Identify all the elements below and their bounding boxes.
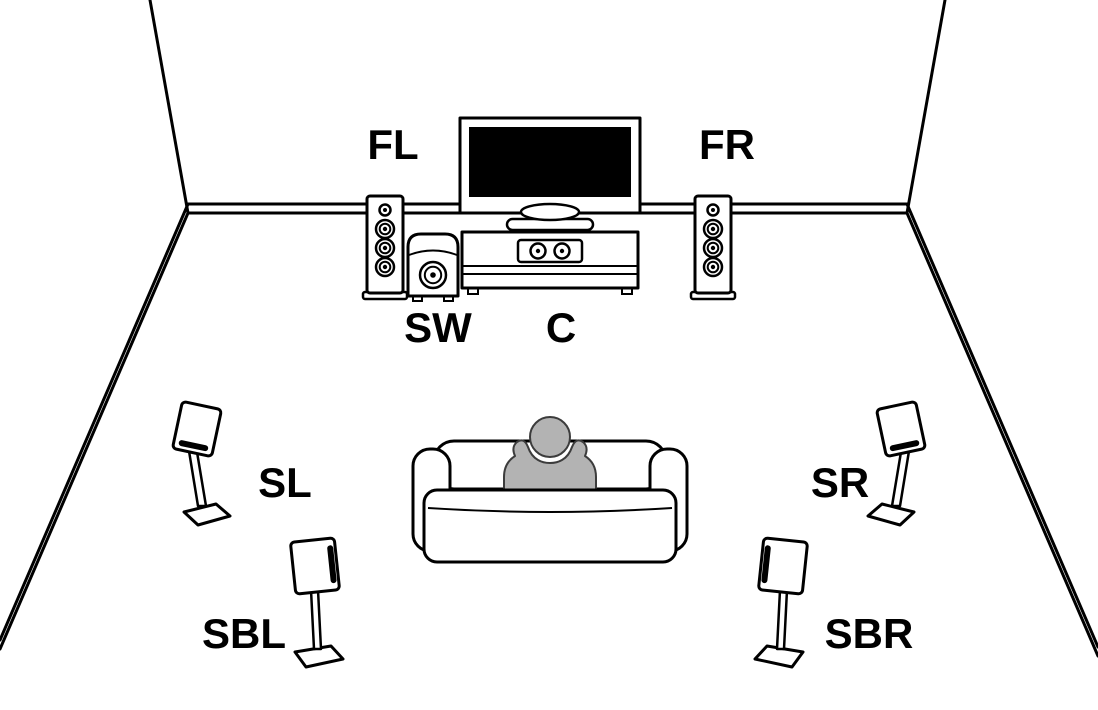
rack-foot-left: [467, 287, 479, 295]
listener: [503, 416, 597, 496]
woofer-inner-ring: [378, 241, 392, 255]
label-surround-right: SR: [811, 459, 869, 506]
tv-screen: [469, 127, 631, 197]
speaker-head: [171, 400, 223, 458]
label-center: C: [546, 304, 576, 351]
label-surround-back-right: SBR: [825, 610, 914, 657]
speaker-grille-slot: [178, 440, 209, 452]
sofa-seat: [422, 488, 678, 564]
label-front-left: FL: [367, 121, 418, 168]
surround-back-right-speaker: [753, 536, 810, 669]
center-driver-right-dot: [559, 248, 565, 254]
woofer-icon: [374, 237, 396, 259]
sofa: [411, 416, 689, 564]
speaker-stand-base: [182, 502, 232, 527]
speaker-head-body: [289, 536, 341, 596]
rack-foot-right: [621, 287, 633, 295]
subwoofer-top-edge: [408, 249, 458, 256]
tv: [458, 116, 642, 232]
surround-back-left-speaker: [289, 536, 345, 669]
center-driver-left-dot: [535, 248, 541, 254]
woofer-dot: [382, 245, 388, 251]
tweeter-dot: [383, 208, 387, 212]
listener-head: [529, 416, 571, 458]
surround-left-speaker: [171, 400, 232, 527]
woofer-dot: [382, 226, 388, 232]
front-right-speaker: [689, 194, 737, 301]
speaker-stand-pole: [309, 588, 323, 651]
left-wall-corner-line: [148, 0, 190, 215]
speaker-grille-slot: [327, 545, 337, 584]
woofer-inner-ring: [378, 260, 392, 274]
labels: FL FR SW C SL SR SBL SBR: [202, 121, 913, 657]
center-speaker-body: [516, 238, 584, 264]
listener-body: [503, 439, 597, 496]
label-front-right: FR: [699, 121, 755, 168]
label-subwoofer: SW: [404, 304, 472, 351]
woofer-dot: [382, 264, 388, 270]
label-surround-back-left: SBL: [202, 610, 286, 657]
subwoofer: [406, 232, 460, 302]
right-wall-corner-line: [905, 0, 947, 215]
speaker-stand-pole: [187, 449, 208, 508]
front-left-speaker: [361, 194, 409, 301]
subwoofer-driver-ring: [423, 265, 443, 285]
label-surround-left: SL: [258, 459, 312, 506]
sofa-cushion-line: [427, 507, 673, 513]
subwoofer-driver-dot: [430, 272, 436, 278]
speaker-head: [289, 536, 341, 596]
woofer-icon: [374, 218, 396, 240]
woofer-icon: [374, 256, 396, 278]
surround-right-speaker: [866, 399, 928, 527]
center-speaker: [516, 238, 584, 264]
tv-stand-neck: [519, 202, 581, 222]
woofer-inner-ring: [378, 222, 392, 236]
